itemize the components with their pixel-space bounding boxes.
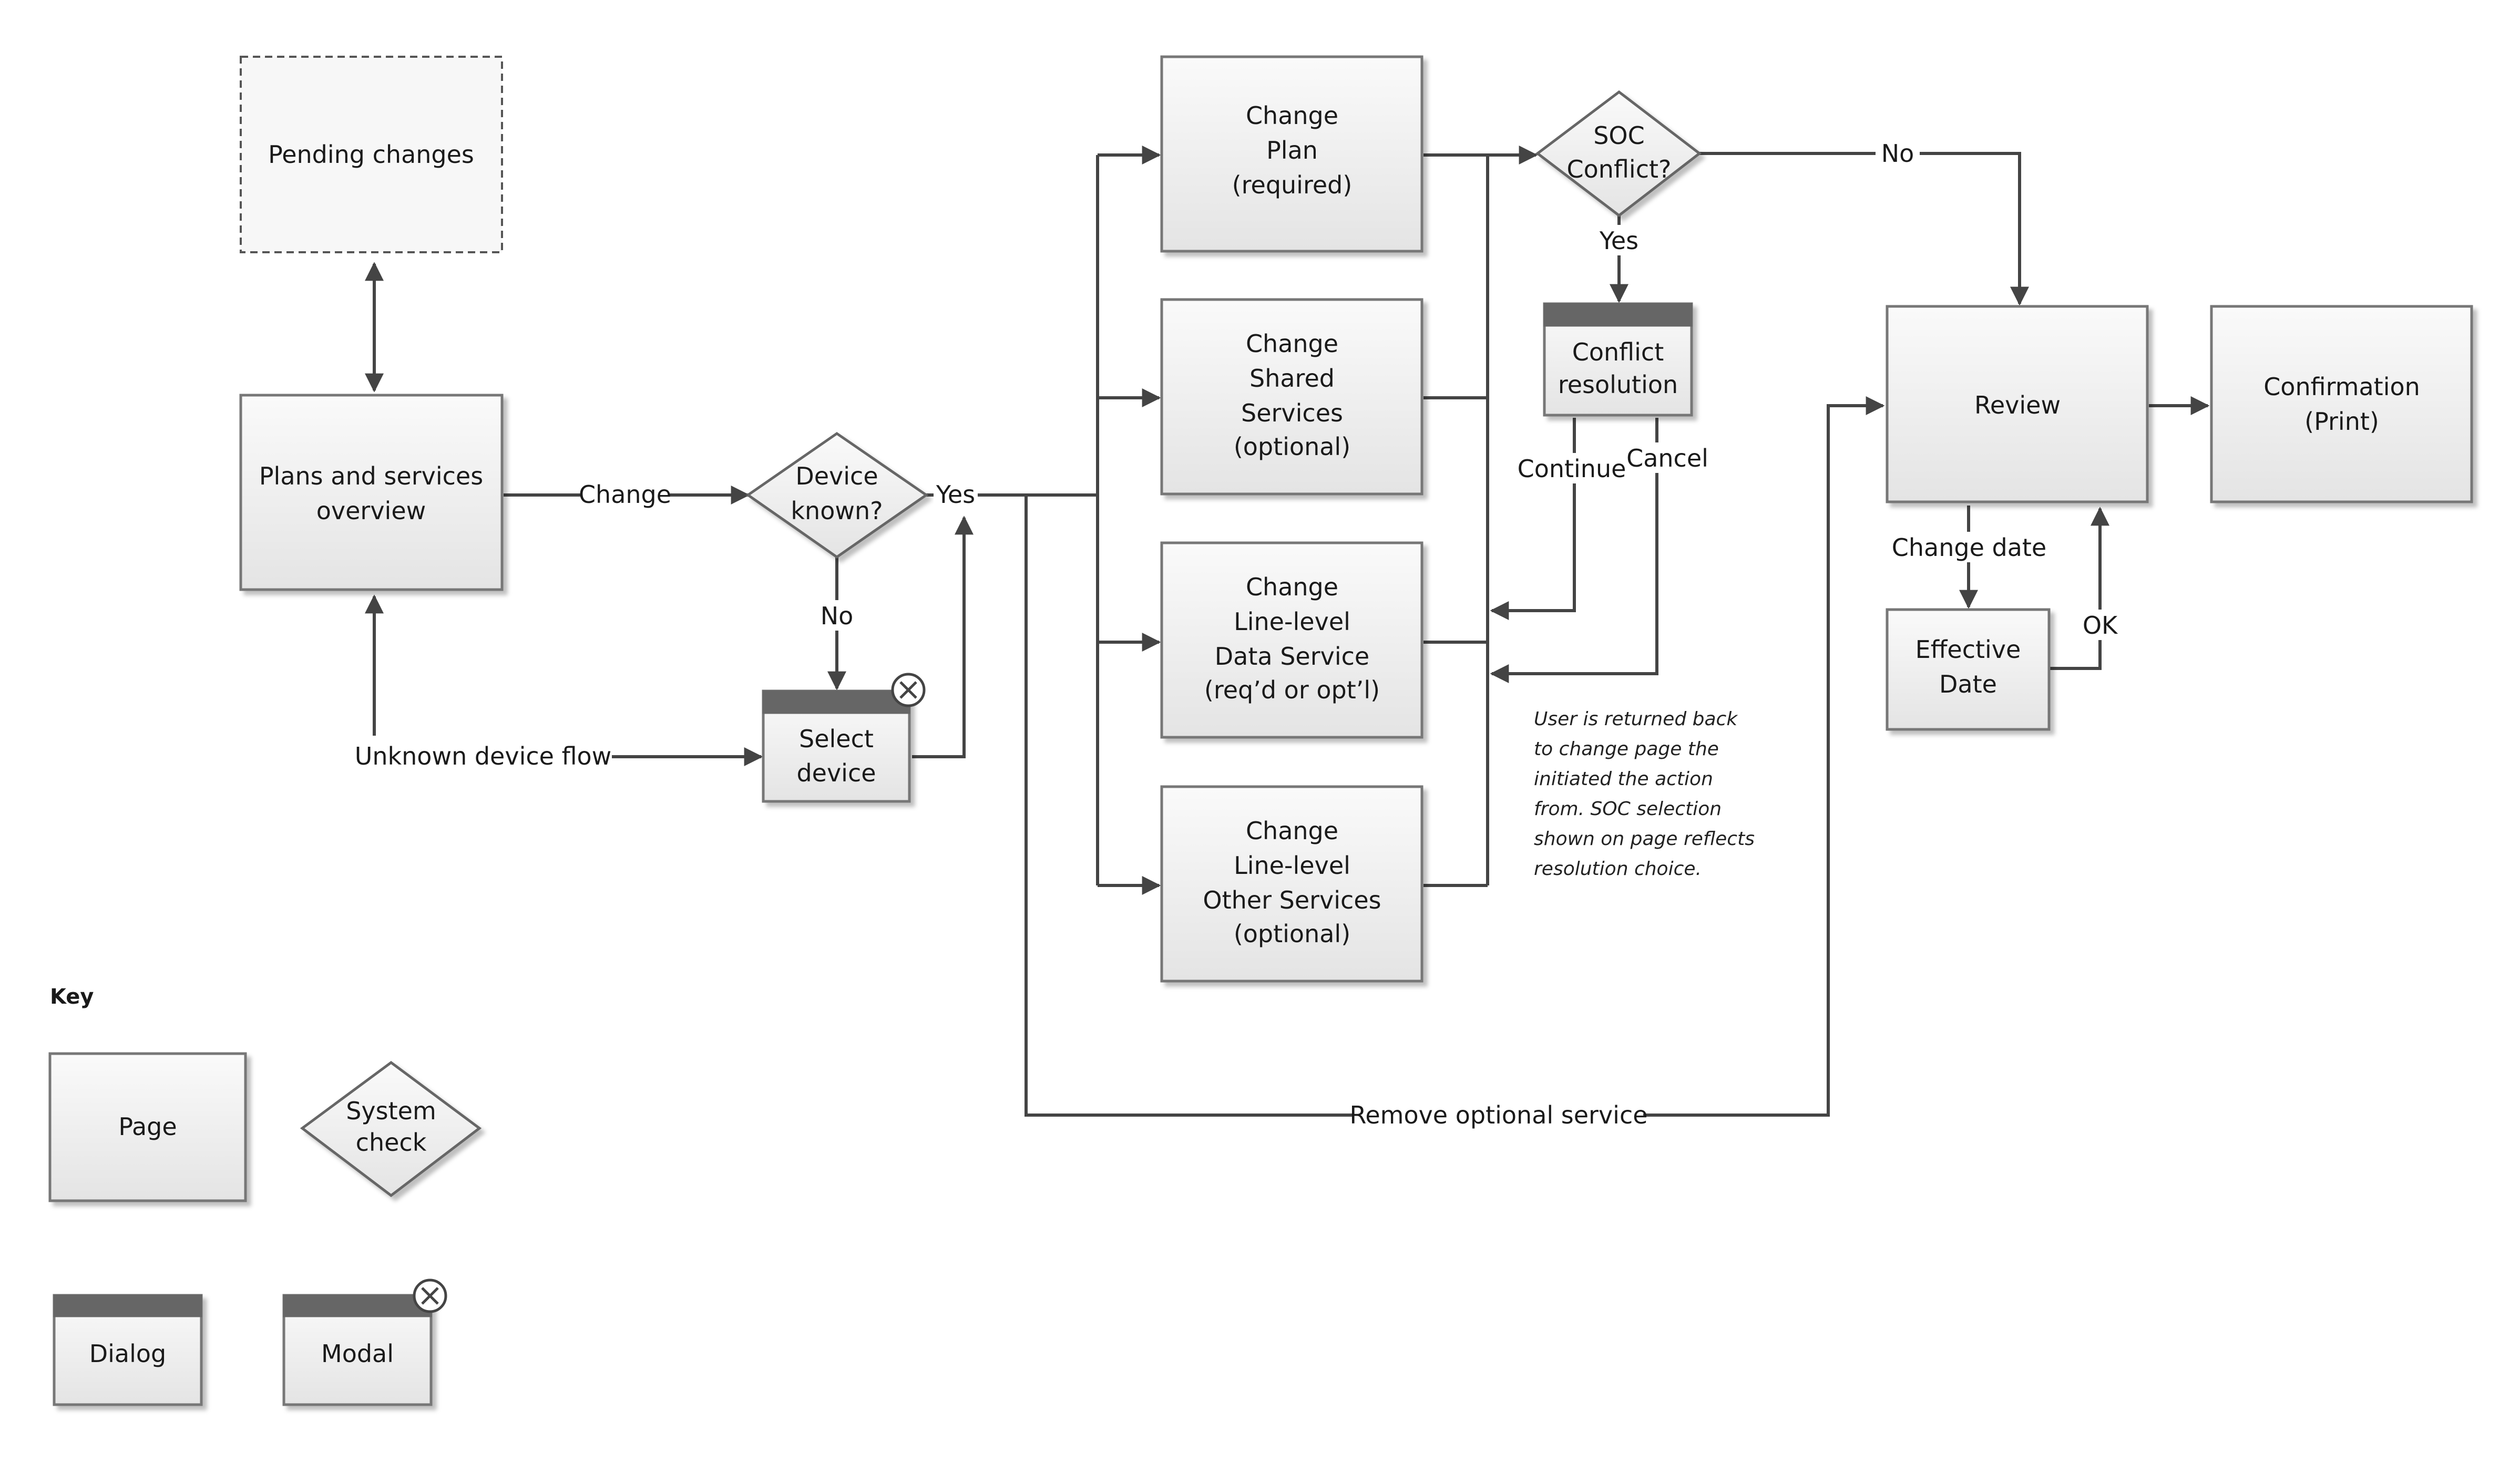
edge-continue: [1490, 418, 1576, 620]
device-known-label-line2: known?: [791, 497, 883, 525]
legend-modal: Modal: [282, 1279, 447, 1406]
edge-select-yes: [912, 516, 974, 758]
edge-label-yes-device: Yes: [936, 480, 975, 509]
select-device-modal: Select device: [762, 673, 926, 803]
close-icon: [413, 1279, 447, 1313]
change-data-label-line2: Line-level: [1234, 607, 1350, 636]
edge-label-unknown-device-flow: Unknown device flow: [355, 742, 612, 770]
edge-cancel: [1490, 418, 1658, 683]
note-line-1: User is returned back: [1534, 708, 1738, 730]
effective-date-label-line1: Effective: [1915, 635, 2021, 664]
conflict-resolution-label-line1: Conflict: [1572, 338, 1664, 366]
edge-label-no-soc: No: [1881, 139, 1914, 168]
conflict-resolution-dialog: Conflict resolution: [1543, 302, 1693, 417]
close-icon: [891, 673, 926, 707]
change-shared-services-node: Change Shared Services (optional): [1160, 298, 1423, 496]
edge-label-cancel: Cancel: [1626, 444, 1708, 472]
select-device-label-line2: device: [796, 759, 876, 787]
edge-label-no-device: No: [821, 602, 854, 630]
select-device-label-line1: Select: [799, 725, 874, 753]
change-data-label-line3: Data Service: [1215, 642, 1369, 671]
legend-page: Page: [48, 1052, 247, 1202]
resolution-note: User is returned back to change page the…: [1534, 708, 1755, 880]
edge-label-ok: OK: [2083, 611, 2118, 640]
edge-label-continue: Continue: [1518, 455, 1626, 483]
edge-labels: Change Yes No Unknown device flow No Yes…: [354, 138, 2125, 1131]
change-plan-node: Change Plan (required): [1160, 55, 1423, 253]
confirmation-label-line2: (Print): [2304, 407, 2379, 436]
change-other-services-node: Change Line-level Other Services (option…: [1160, 785, 1423, 983]
edge-label-remove-optional-service: Remove optional service: [1349, 1101, 1647, 1129]
edge-label-yes-soc: Yes: [1599, 226, 1638, 255]
effective-date-label-line2: Date: [1939, 670, 1997, 698]
change-other-label-line2: Line-level: [1234, 851, 1350, 880]
change-data-label-line1: Change: [1246, 573, 1338, 601]
legend-title: Key: [50, 985, 94, 1009]
legend-dialog: Dialog: [53, 1294, 203, 1406]
soc-conflict-label-line2: Conflict?: [1567, 155, 1672, 183]
edge-effective-ok-review: [2050, 507, 2109, 670]
note-line-3: initiated the action: [1534, 768, 1713, 790]
edge-remove-optional: [1025, 396, 1885, 1117]
legend-system-check-line1: System: [346, 1097, 436, 1125]
legend: Key Page System check Dialog Modal: [48, 985, 482, 1406]
soc-conflict-label-line1: SOC: [1593, 121, 1645, 150]
change-other-label-line1: Change: [1246, 817, 1338, 845]
change-plan-label-line1: Change: [1246, 101, 1338, 130]
change-other-label-line3: Other Services: [1203, 886, 1381, 914]
effective-date-node: Effective Date: [1886, 608, 2051, 731]
review-label: Review: [1974, 391, 2061, 419]
device-known-label-line1: Device: [795, 462, 878, 490]
change-shared-label-line1: Change: [1246, 329, 1338, 358]
change-data-label-line4: (req’d or opt’l): [1204, 676, 1380, 704]
change-other-label-line4: (optional): [1234, 920, 1350, 948]
legend-dialog-label: Dialog: [89, 1339, 167, 1368]
legend-system-check: System check: [300, 1060, 482, 1198]
review-node: Review: [1886, 305, 2149, 503]
change-data-service-node: Change Line-level Data Service (req’d or…: [1160, 541, 1423, 739]
legend-page-label: Page: [118, 1112, 177, 1141]
legend-system-check-line2: check: [356, 1128, 427, 1157]
plans-overview-label-line2: overview: [316, 497, 426, 525]
change-shared-label-line2: Shared: [1249, 364, 1335, 393]
edge-label-change: Change: [579, 480, 671, 509]
change-plan-label-line3: (required): [1232, 171, 1353, 199]
plans-overview-node: Plans and services overview: [239, 394, 504, 591]
soc-conflict-decision: SOC Conflict?: [1535, 90, 1702, 218]
legend-modal-label: Modal: [321, 1339, 394, 1368]
device-known-decision: Device known?: [745, 431, 929, 559]
change-shared-label-line4: (optional): [1234, 432, 1350, 461]
change-shared-label-line3: Services: [1241, 399, 1343, 427]
pending-changes-node: Pending changes: [240, 56, 503, 253]
note-line-6: resolution choice.: [1534, 858, 1702, 880]
note-line-5: shown on page reflects: [1534, 828, 1755, 850]
change-plan-label-line2: Plan: [1266, 136, 1318, 164]
note-line-2: to change page the: [1534, 738, 1719, 760]
edge-soc-no-review: [1699, 152, 2029, 306]
confirmation-node: Confirmation (Print): [2210, 305, 2473, 503]
note-line-4: from. SOC selection: [1534, 798, 1722, 820]
plans-overview-label-line1: Plans and services: [259, 462, 483, 490]
confirmation-label-line1: Confirmation: [2263, 373, 2420, 401]
pending-changes-label: Pending changes: [268, 140, 474, 169]
edge-label-change-date: Change date: [1892, 533, 2046, 562]
conflict-resolution-label-line2: resolution: [1558, 370, 1678, 399]
